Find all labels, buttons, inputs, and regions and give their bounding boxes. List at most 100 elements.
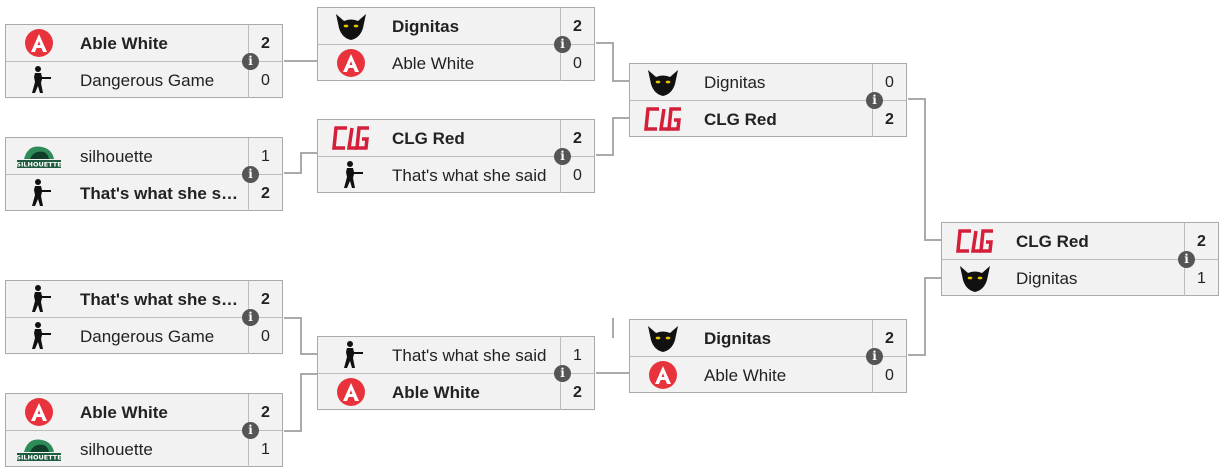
team-score: 2 [872, 320, 906, 356]
connector-line [924, 239, 942, 241]
team-score: 2 [560, 374, 594, 410]
connector-line [612, 318, 614, 338]
connector-line [300, 152, 318, 154]
team-row[interactable]: Able White 2 [6, 394, 282, 431]
connector-line [924, 277, 942, 279]
team-score: 0 [248, 62, 282, 98]
team-row[interactable]: That's what she said 0 [318, 157, 594, 193]
team-score: 2 [248, 175, 282, 211]
connector-line [612, 117, 614, 156]
team-score: 2 [560, 120, 594, 156]
team-name: Dangerous Game [80, 327, 215, 346]
connector-line [908, 354, 926, 356]
able-white-logo-icon [318, 374, 384, 410]
team-score: 0 [560, 45, 594, 81]
svg-text:SILHOUETTE: SILHOUETTE [16, 161, 61, 169]
dignitas-owl-logo-icon [630, 320, 696, 356]
connector-line [300, 353, 318, 355]
team-name: silhouette [80, 440, 153, 459]
team-score: 2 [1184, 223, 1218, 259]
team-name: That's what she said [392, 346, 547, 365]
team-score: 2 [560, 8, 594, 44]
team-name: CLG Red [1016, 232, 1089, 251]
counter-strike-soldier-icon [6, 175, 72, 211]
team-row[interactable]: That's what she said 2 [6, 175, 282, 211]
team-row[interactable]: CLG Red 2 [942, 223, 1218, 260]
able-white-logo-icon [318, 45, 384, 81]
team-score: 2 [872, 101, 906, 137]
team-name: Able White [80, 34, 168, 53]
team-score: 2 [248, 394, 282, 430]
info-icon[interactable]: i [242, 422, 259, 439]
connector-line [596, 372, 630, 374]
team-name: Dignitas [392, 17, 460, 36]
info-icon[interactable]: i [242, 309, 259, 326]
connector-line [924, 277, 926, 356]
connector-line [284, 60, 318, 62]
team-row[interactable]: Dangerous Game 0 [6, 62, 282, 98]
team-score: 2 [248, 281, 282, 317]
info-icon[interactable]: i [242, 53, 259, 70]
team-score: 2 [248, 25, 282, 61]
counter-strike-soldier-icon [318, 337, 384, 373]
info-icon[interactable]: i [554, 148, 571, 165]
counter-strike-soldier-icon [6, 281, 72, 317]
team-name: That's what she said [392, 166, 547, 185]
team-row[interactable]: CLG Red 2 [630, 101, 906, 137]
connector-line [300, 317, 302, 355]
dignitas-owl-logo-icon [942, 260, 1008, 296]
team-row[interactable]: SILHOUETTE silhouette 1 [6, 431, 282, 467]
dignitas-owl-logo-icon [318, 8, 384, 44]
clg-logo-icon [942, 223, 1008, 259]
team-name: Able White [704, 366, 787, 385]
team-name: Able White [80, 403, 168, 422]
silhouette-logo-icon: SILHOUETTE [6, 431, 72, 467]
connector-line [300, 373, 302, 432]
counter-strike-soldier-icon [6, 318, 72, 354]
info-icon[interactable]: i [242, 166, 259, 183]
team-name: Dignitas [1016, 269, 1078, 288]
info-icon[interactable]: i [866, 92, 883, 109]
team-row[interactable]: Able White 2 [6, 25, 282, 62]
team-name: Dignitas [704, 73, 766, 92]
connector-line [284, 317, 302, 319]
team-score: 0 [560, 157, 594, 193]
team-name: That's what she said [80, 290, 242, 309]
info-icon[interactable]: i [1178, 251, 1195, 268]
silhouette-logo-icon: SILHOUETTE [6, 138, 72, 174]
connector-line [300, 152, 302, 174]
svg-text:SILHOUETTE: SILHOUETTE [16, 454, 61, 462]
connector-line [284, 172, 302, 174]
team-name: Dangerous Game [80, 71, 215, 90]
connector-line [612, 80, 630, 82]
clg-logo-icon [630, 101, 696, 137]
team-name: That's what she said [80, 184, 242, 203]
able-white-logo-icon [6, 25, 72, 61]
able-white-logo-icon [6, 394, 72, 430]
connector-line [612, 42, 614, 82]
info-icon[interactable]: i [866, 348, 883, 365]
info-icon[interactable]: i [554, 36, 571, 53]
connector-line [924, 98, 926, 241]
connector-line [908, 98, 926, 100]
info-icon[interactable]: i [554, 365, 571, 382]
team-row[interactable]: That's what she said 2 [6, 281, 282, 318]
team-row[interactable]: Dignitas 2 [318, 8, 594, 45]
team-score: 1 [248, 431, 282, 467]
team-name: CLG Red [704, 110, 777, 129]
